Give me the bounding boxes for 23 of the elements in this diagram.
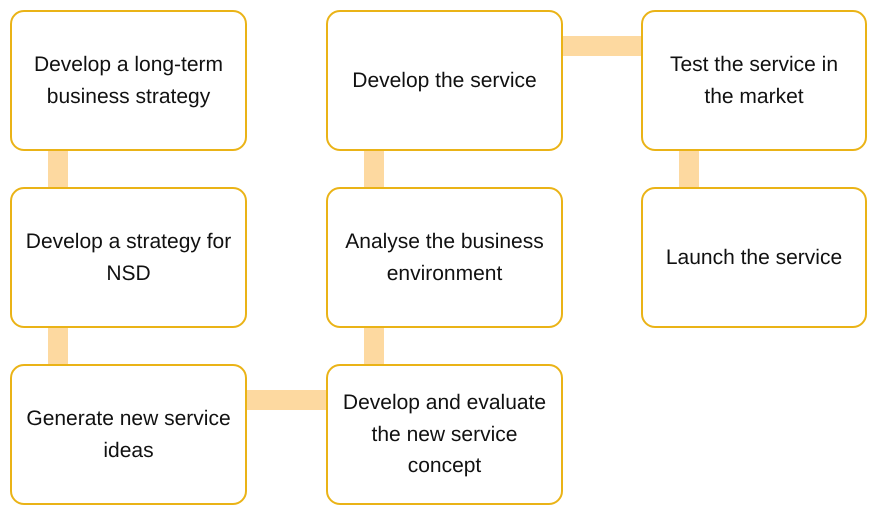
- connector-bar: [247, 390, 326, 410]
- process-box: [326, 187, 563, 328]
- process-box: [326, 10, 563, 151]
- process-box: [326, 364, 563, 505]
- step-text: Generate new service ideas: [25, 406, 232, 464]
- process-box: [10, 364, 247, 505]
- process-box: [10, 10, 247, 151]
- step-text: Analyse the business environment: [344, 229, 545, 286]
- process-box: [641, 10, 867, 151]
- process-box: [641, 187, 867, 328]
- process-box: [10, 187, 247, 328]
- connector-bar: [48, 328, 68, 364]
- connector-bar: [364, 151, 384, 187]
- connector-bar: [364, 328, 384, 364]
- connector-bar: [563, 36, 641, 56]
- step-text: Develop a strategy for NSD: [24, 229, 232, 286]
- step-text: Develop the service: [352, 68, 537, 94]
- connector-bar: [679, 151, 699, 187]
- step-text: Test the service in the market: [668, 52, 840, 110]
- connector-bar: [48, 151, 68, 187]
- step-text: Launch the service: [666, 244, 842, 271]
- step-text: Develop a long-term business strategy: [32, 52, 224, 110]
- step-text: Develop and evaluate the new service concept: [342, 390, 548, 480]
